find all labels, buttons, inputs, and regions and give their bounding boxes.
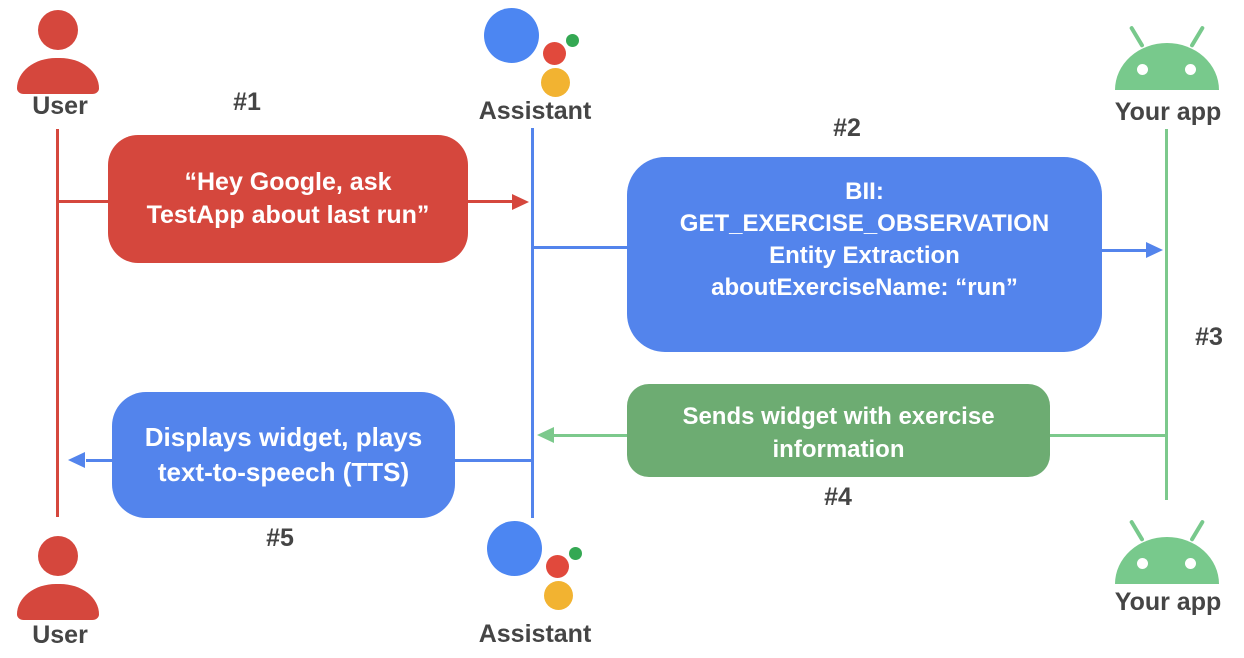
google-assistant-icon <box>484 8 580 98</box>
message-1-line-start <box>56 200 108 203</box>
assistant-blue-circle <box>484 8 539 63</box>
android-antenna-right <box>1189 519 1206 543</box>
yourapp-top-label: Your app <box>1114 98 1222 126</box>
user-top-label: User <box>32 92 88 120</box>
message-5-box: Displays widget, plays text-to-speech (T… <box>112 392 455 518</box>
message-4-text: information <box>772 435 905 463</box>
message-4-line-end <box>554 434 627 437</box>
user-icon-body <box>17 584 99 620</box>
user-bottom-label: User <box>32 621 88 649</box>
message-1-arrowhead-icon <box>512 194 529 210</box>
message-1-line-end <box>468 200 512 203</box>
message-2-text: GET_EXERCISE_OBSERVATION <box>679 209 1050 237</box>
assistant-lifeline <box>531 128 534 518</box>
message-2-text: BII: <box>845 177 884 205</box>
android-eye-right <box>1185 558 1196 569</box>
yourapp-bottom-label: Your app <box>1114 588 1222 616</box>
user-icon <box>17 10 99 96</box>
message-2-line-start <box>532 246 627 249</box>
android-antenna-left <box>1128 519 1145 543</box>
android-icon <box>1115 16 1219 90</box>
step-2-label: #2 <box>833 114 861 142</box>
yourapp-lifeline <box>1165 129 1168 500</box>
assistant-top-label: Assistant <box>478 97 592 125</box>
message-4-box: Sends widget with exercise information <box>627 384 1050 477</box>
android-antenna-right <box>1189 25 1206 49</box>
message-4-arrowhead-icon <box>537 427 554 443</box>
step-3-label: #3 <box>1195 323 1223 351</box>
android-eye-left <box>1137 64 1148 75</box>
android-eye-right <box>1185 64 1196 75</box>
message-5-text: text-to-speech (TTS) <box>157 457 410 487</box>
user-icon-body <box>17 58 99 94</box>
step-1-label: #1 <box>233 88 261 116</box>
android-antenna-left <box>1128 25 1145 49</box>
message-1-text: “Hey Google, ask <box>184 168 392 196</box>
assistant-yellow-circle <box>544 581 573 610</box>
message-5-line-end <box>86 459 112 462</box>
user-icon-head <box>38 10 78 50</box>
message-1-text: TestApp about last run” <box>146 201 430 229</box>
message-4-text: Sends widget with exercise <box>682 402 995 430</box>
assistant-red-circle <box>546 555 569 578</box>
message-2-text: Entity Extraction <box>769 241 960 269</box>
message-5-line-start <box>455 459 532 462</box>
step-4-label: #4 <box>824 483 852 511</box>
assistant-green-circle <box>566 34 579 47</box>
user-icon-head <box>38 536 78 576</box>
message-1-box: “Hey Google, ask TestApp about last run” <box>108 135 468 263</box>
message-2-line-end <box>1102 249 1146 252</box>
android-head <box>1115 43 1219 90</box>
assistant-yellow-circle <box>541 68 570 97</box>
user-icon <box>17 536 99 622</box>
message-2-text: aboutExerciseName: “run” <box>711 273 1018 301</box>
android-icon <box>1115 510 1219 584</box>
message-2-box: BII: GET_EXERCISE_OBSERVATION Entity Ext… <box>627 157 1102 352</box>
message-5-text: Displays widget, plays <box>144 422 423 452</box>
assistant-blue-circle <box>487 521 542 576</box>
message-5-arrowhead-icon <box>68 452 85 468</box>
user-lifeline <box>56 129 59 517</box>
message-2-arrowhead-icon <box>1146 242 1163 258</box>
step-5-label: #5 <box>266 524 294 552</box>
assistant-green-circle <box>569 547 582 560</box>
google-assistant-icon <box>487 521 583 611</box>
android-eye-left <box>1137 558 1148 569</box>
android-head <box>1115 537 1219 584</box>
assistant-bottom-label: Assistant <box>478 620 592 648</box>
assistant-red-circle <box>543 42 566 65</box>
message-4-line-start <box>1050 434 1165 437</box>
